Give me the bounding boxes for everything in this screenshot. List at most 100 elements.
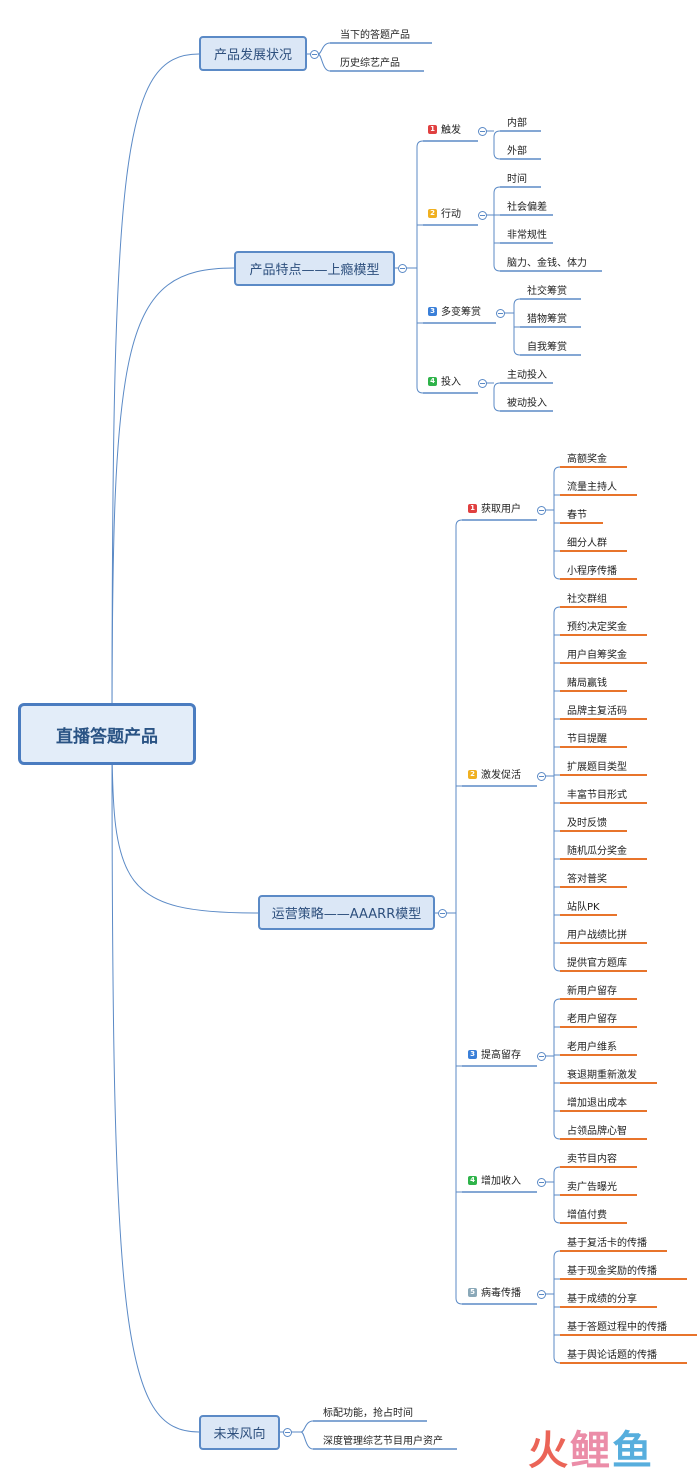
- branch-node[interactable]: 产品特点——上瘾模型: [234, 251, 395, 286]
- leaf-node[interactable]: 非常规性: [507, 230, 547, 241]
- leaf-node[interactable]: 当下的答题产品: [340, 30, 410, 41]
- collapse-toggle-icon[interactable]: [537, 1178, 546, 1187]
- leaf-node[interactable]: 基于答题过程中的传播: [567, 1322, 667, 1333]
- leaf-node[interactable]: 提供官方题库: [567, 958, 627, 969]
- collapse-toggle-icon[interactable]: [283, 1428, 292, 1437]
- priority-badge-icon: 2: [468, 770, 477, 779]
- connector-line: [300, 1431, 314, 1450]
- sub-branch-node[interactable]: 触发: [441, 125, 461, 136]
- leaf-node[interactable]: 基于复活卡的传播: [567, 1238, 647, 1249]
- leaf-node[interactable]: 小程序传播: [567, 566, 617, 577]
- leaf-node[interactable]: 丰富节目形式: [567, 790, 627, 801]
- branch-node[interactable]: 产品发展状况: [199, 36, 307, 71]
- leaf-node[interactable]: 社会偏差: [507, 202, 547, 213]
- leaf-node[interactable]: 猎物筹赏: [527, 314, 567, 325]
- priority-badge-icon: 4: [468, 1176, 477, 1185]
- connector-line: [416, 386, 424, 394]
- leaf-node[interactable]: 老用户维系: [567, 1042, 617, 1053]
- sub-branch-node[interactable]: 病毒传播: [481, 1288, 521, 1299]
- branch-node[interactable]: 未来风向: [199, 1415, 280, 1450]
- leaf-node[interactable]: 老用户留存: [567, 1014, 617, 1025]
- leaf-node[interactable]: 自我筹赏: [527, 342, 567, 353]
- leaf-node[interactable]: 历史综艺产品: [340, 58, 400, 69]
- watermark-logo: 火鲤鱼: [528, 1418, 654, 1476]
- collapse-toggle-icon[interactable]: [478, 211, 487, 220]
- leaf-node[interactable]: 细分人群: [567, 538, 607, 549]
- sub-branch-node[interactable]: 激发促活: [481, 770, 521, 781]
- root-node[interactable]: 直播答题产品: [18, 703, 196, 765]
- collapse-toggle-icon[interactable]: [537, 1052, 546, 1061]
- sub-branch-node[interactable]: 行动: [441, 209, 461, 220]
- leaf-node[interactable]: 衰退期重新激发: [567, 1070, 637, 1081]
- leaf-node[interactable]: 春节: [567, 510, 587, 521]
- collapse-toggle-icon[interactable]: [438, 909, 447, 918]
- sub-branch-node[interactable]: 提高留存: [481, 1050, 521, 1061]
- leaf-node[interactable]: 深度管理综艺节目用户资产: [323, 1436, 443, 1447]
- connector-line: [317, 53, 331, 72]
- leaf-node[interactable]: 增加退出成本: [567, 1098, 627, 1109]
- connector-line: [111, 53, 200, 735]
- leaf-node[interactable]: 主动投入: [507, 370, 547, 381]
- collapse-toggle-icon[interactable]: [478, 127, 487, 136]
- collapse-toggle-icon[interactable]: [398, 264, 407, 273]
- leaf-node[interactable]: 用户战绩比拼: [567, 930, 627, 941]
- leaf-node[interactable]: 外部: [507, 146, 527, 157]
- leaf-node[interactable]: 时间: [507, 174, 527, 185]
- leaf-node[interactable]: 内部: [507, 118, 527, 129]
- connector-line: [553, 572, 561, 580]
- leaf-node[interactable]: 品牌主复活码: [567, 706, 627, 717]
- leaf-node[interactable]: 高额奖金: [567, 454, 607, 465]
- priority-badge-icon: 1: [428, 125, 437, 134]
- collapse-toggle-icon[interactable]: [496, 309, 505, 318]
- leaf-node[interactable]: 节目提醒: [567, 734, 607, 745]
- sub-branch-node[interactable]: 获取用户: [481, 504, 521, 515]
- leaf-node[interactable]: 标配功能，抢占时间: [323, 1408, 413, 1419]
- leaf-node[interactable]: 及时反馈: [567, 818, 607, 829]
- leaf-node[interactable]: 增值付费: [567, 1210, 607, 1221]
- leaf-node[interactable]: 占领品牌心智: [567, 1126, 627, 1137]
- connector-line: [493, 404, 501, 412]
- sub-branch-node[interactable]: 增加收入: [481, 1176, 521, 1187]
- watermark-char: 火: [528, 1428, 570, 1474]
- collapse-toggle-icon[interactable]: [310, 50, 319, 59]
- leaf-node[interactable]: 卖节目内容: [567, 1154, 617, 1165]
- leaf-node[interactable]: 答对普奖: [567, 874, 607, 885]
- priority-badge-icon: 1: [468, 504, 477, 513]
- leaf-node[interactable]: 流量主持人: [567, 482, 617, 493]
- connector-line: [317, 42, 331, 55]
- leaf-node[interactable]: 预约决定奖金: [567, 622, 627, 633]
- connector-line: [553, 1216, 561, 1224]
- connector-line: [455, 1297, 463, 1305]
- priority-badge-icon: 2: [428, 209, 437, 218]
- collapse-toggle-icon[interactable]: [478, 379, 487, 388]
- leaf-node[interactable]: 基于舆论话题的传播: [567, 1350, 657, 1361]
- collapse-toggle-icon[interactable]: [537, 506, 546, 515]
- leaf-node[interactable]: 卖广告曝光: [567, 1182, 617, 1193]
- connector-line: [553, 1166, 561, 1174]
- connector-line: [493, 186, 501, 194]
- leaf-node[interactable]: 新用户留存: [567, 986, 617, 997]
- leaf-node[interactable]: 站队PK: [567, 902, 600, 913]
- leaf-node[interactable]: 扩展题目类型: [567, 762, 627, 773]
- leaf-node[interactable]: 脑力、金钱、体力: [507, 258, 587, 269]
- connector-line: [493, 130, 501, 138]
- connector-line: [493, 264, 501, 272]
- leaf-node[interactable]: 基于现金奖励的传播: [567, 1266, 657, 1277]
- collapse-toggle-icon[interactable]: [537, 1290, 546, 1299]
- connector-line: [553, 1356, 561, 1364]
- priority-badge-icon: 3: [468, 1050, 477, 1059]
- collapse-toggle-icon[interactable]: [537, 772, 546, 781]
- leaf-node[interactable]: 用户自筹奖金: [567, 650, 627, 661]
- connector-line: [553, 998, 561, 1006]
- leaf-node[interactable]: 社交筹赏: [527, 286, 567, 297]
- sub-branch-node[interactable]: 投入: [441, 377, 461, 388]
- sub-branch-node[interactable]: 多变筹赏: [441, 307, 481, 318]
- leaf-node[interactable]: 随机瓜分奖金: [567, 846, 627, 857]
- leaf-node[interactable]: 社交群组: [567, 594, 607, 605]
- connector-line: [111, 733, 259, 914]
- leaf-node[interactable]: 基于成绩的分享: [567, 1294, 637, 1305]
- leaf-node[interactable]: 赌局赢钱: [567, 678, 607, 689]
- leaf-node[interactable]: 被动投入: [507, 398, 547, 409]
- branch-node[interactable]: 运营策略——AAARR模型: [258, 895, 435, 930]
